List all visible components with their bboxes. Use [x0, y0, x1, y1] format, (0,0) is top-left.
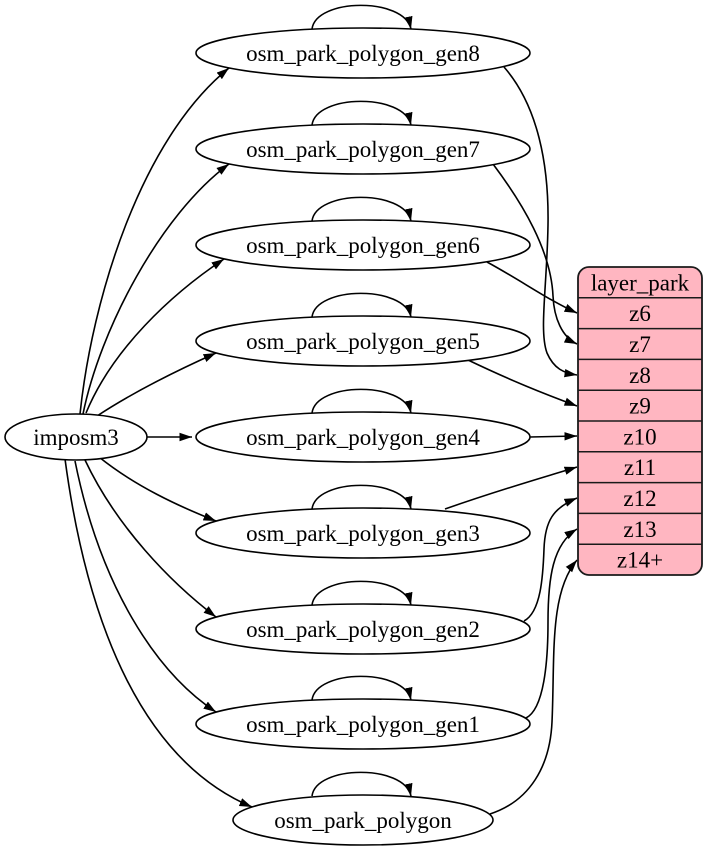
record-row-z7: z7 [629, 332, 651, 357]
record-row-z14plus: z14+ [617, 548, 663, 573]
edge-imposm3-to-osm-park-polygon [64, 458, 253, 808]
node-osm-park-polygon-gen4: osm_park_polygon_gen4 [195, 388, 531, 463]
edge-imposm3-to-osm-park-polygon-gen2 [84, 459, 217, 618]
node-label-osm-park-polygon-gen6: osm_park_polygon_gen6 [246, 233, 480, 258]
node-ellipse-osm-park-polygon-gen7 [195, 123, 531, 175]
self-loop-osm-park-polygon-gen7 [311, 100, 413, 126]
node-imposm3: imposm3 [4, 413, 148, 461]
edge-imposm3-to-osm-park-polygon-gen8 [79, 67, 230, 415]
node-label-osm-park-polygon-gen8: osm_park_polygon_gen8 [246, 41, 480, 66]
node-ellipse-osm-park-polygon-gen2 [195, 603, 531, 655]
record-row-z6: z6 [629, 301, 651, 326]
edge-imposm3-to-osm-park-polygon-gen3 [98, 456, 217, 522]
node-osm-park-polygon-gen1: osm_park_polygon_gen1 [195, 675, 531, 750]
node-osm-park-polygon-gen8: osm_park_polygon_gen8 [195, 4, 531, 79]
node-label-osm-park-polygon-gen7: osm_park_polygon_gen7 [246, 137, 480, 162]
node-label-imposm3: imposm3 [33, 425, 119, 450]
self-loop-osm-park-polygon-gen2 [311, 580, 413, 606]
edge-osm-park-polygon-gen2-to-layer-park-z12 [523, 497, 578, 622]
edges-layer [64, 66, 578, 815]
node-label-osm-park-polygon: osm_park_polygon [274, 808, 452, 833]
node-ellipse-osm-park-polygon-gen8 [195, 27, 531, 79]
node-label-osm-park-polygon-gen5: osm_park_polygon_gen5 [246, 329, 480, 354]
self-loop-osm-park-polygon-gen4 [311, 388, 413, 414]
self-loop-osm-park-polygon-gen1 [311, 675, 413, 701]
node-osm-park-polygon-gen6: osm_park_polygon_gen6 [195, 196, 531, 271]
self-loop-osm-park-polygon-gen6 [311, 196, 413, 222]
node-ellipse-osm-park-polygon-gen4 [195, 411, 531, 463]
edge-osm-park-polygon-gen5-to-layer-park-z9 [467, 359, 578, 407]
node-osm-park-polygon-gen3: osm_park_polygon_gen3 [195, 484, 531, 559]
node-osm-park-polygon-gen7: osm_park_polygon_gen7 [195, 100, 531, 175]
node-ellipse-osm-park-polygon-gen3 [195, 507, 531, 559]
self-loop-osm-park-polygon-gen5 [311, 292, 413, 318]
nodes-layer: imposm3 osm_park_polygon_gen8 osm_park_pol… [4, 4, 531, 846]
node-label-osm-park-polygon-gen3: osm_park_polygon_gen3 [246, 521, 480, 546]
record-row-z11: z11 [624, 455, 656, 480]
self-loop-osm-park-polygon-gen3 [311, 484, 413, 510]
edge-osm-park-polygon-to-layer-park-z14plus [489, 559, 578, 815]
edge-imposm3-to-osm-park-polygon-gen1 [74, 460, 217, 713]
node-label-osm-park-polygon-gen2: osm_park_polygon_gen2 [246, 617, 480, 642]
self-loop-osm-park-polygon [311, 771, 413, 797]
node-ellipse-osm-park-polygon-gen5 [195, 315, 531, 367]
edge-osm-park-polygon-gen4-to-layer-park-z10 [529, 432, 578, 441]
record-title: layer_park [591, 270, 690, 295]
edge-osm-park-polygon-gen6-to-layer-park-z6 [486, 261, 578, 314]
node-osm-park-polygon: osm_park_polygon [232, 771, 494, 846]
record-row-z13: z13 [623, 517, 656, 542]
record-row-z9: z9 [629, 394, 651, 419]
edge-osm-park-polygon-gen8-to-layer-park-z8 [503, 66, 578, 378]
edge-imposm3-to-osm-park-polygon-gen5 [96, 352, 217, 417]
node-ellipse-osm-park-polygon [232, 794, 494, 846]
node-ellipse-osm-park-polygon-gen6 [195, 219, 531, 271]
node-label-osm-park-polygon-gen1: osm_park_polygon_gen1 [246, 712, 480, 737]
edge-osm-park-polygon-gen3-to-layer-park-z11 [444, 466, 578, 510]
node-osm-park-polygon-gen5: osm_park_polygon_gen5 [195, 292, 531, 367]
record-row-z12: z12 [623, 486, 656, 511]
node-ellipse-imposm3 [4, 413, 148, 461]
edge-osm-park-polygon-gen7-to-layer-park-z7 [492, 163, 578, 345]
self-loop-osm-park-polygon-gen8 [311, 4, 413, 30]
edge-imposm3-to-osm-park-polygon-gen7 [82, 163, 230, 415]
edge-imposm3-to-osm-park-polygon-gen6 [85, 258, 225, 414]
node-osm-park-polygon-gen2: osm_park_polygon_gen2 [195, 580, 531, 655]
edge-osm-park-polygon-gen1-to-layer-park-z13 [525, 528, 578, 719]
record-row-z8: z8 [629, 363, 651, 388]
node-label-osm-park-polygon-gen4: osm_park_polygon_gen4 [246, 425, 480, 450]
node-ellipse-osm-park-polygon-gen1 [195, 698, 531, 750]
record-node-layer-park: layer_park z6 z7 z8 z9 z10 z11 z12 z13 z14+ [577, 266, 703, 576]
record-row-z10: z10 [623, 424, 656, 449]
